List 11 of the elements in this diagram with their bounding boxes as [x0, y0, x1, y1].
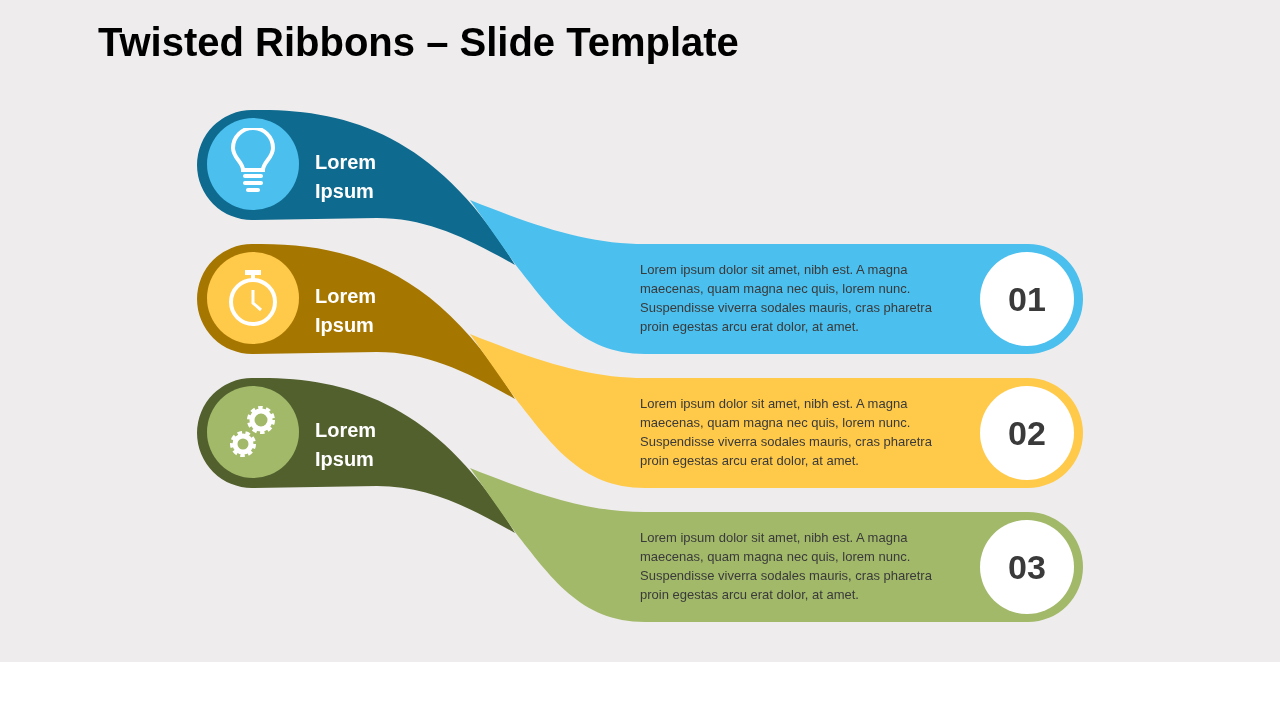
heading-text: Lorem Ipsum	[315, 418, 378, 472]
ribbon-head	[197, 378, 515, 533]
heading-text: Lorem Ipsum	[315, 284, 378, 338]
ribbon-tail	[470, 332, 1083, 488]
heading-text: Lorem Ipsum	[315, 150, 378, 204]
ribbon-tail	[470, 198, 1083, 354]
body-text: Lorem ipsum dolor sit amet, nibh est. A magna maecenas, quam magna nec quis, lorem nunc. Suspendisse viverra sodales mauris, cras pharetra proin egestas arcu erat dolor, at amet.	[640, 261, 933, 336]
ribbon-tail	[470, 466, 1083, 622]
body-text: Lorem ipsum dolor sit amet, nibh est. A magna maecenas, quam magna nec quis, lorem nunc. Suspendisse viverra sodales mauris, cras pharetra proin egestas arcu erat dolor, at amet.	[640, 395, 933, 470]
slide-title: Twisted Ribbons – Slide Template	[98, 20, 739, 65]
body-text: Lorem ipsum dolor sit amet, nibh est. A magna maecenas, quam magna nec quis, lorem nunc. Suspendisse viverra sodales mauris, cras pharetra proin egestas arcu erat dolor, at amet.	[640, 529, 933, 604]
